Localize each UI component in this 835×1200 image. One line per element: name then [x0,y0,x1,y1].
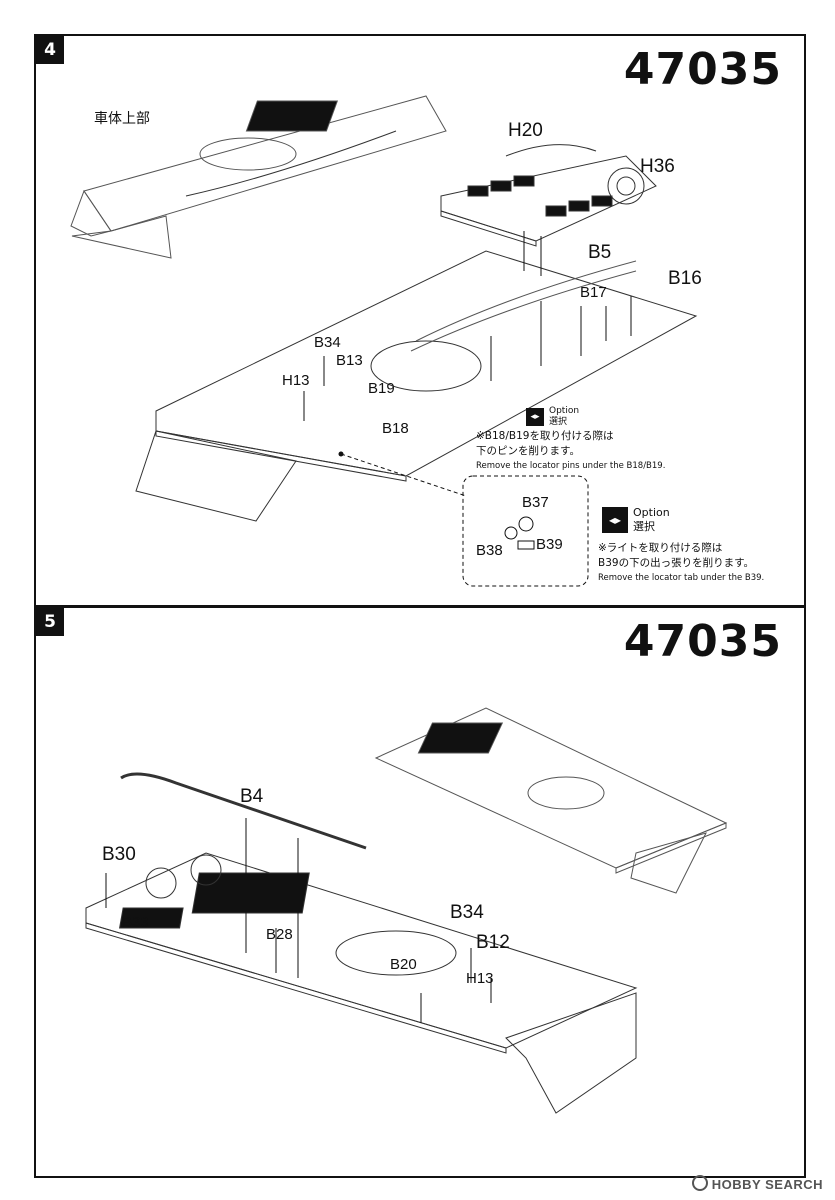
step-5-diagram [85,707,728,1114]
option-a: ◂▸ Option 選択 [526,406,579,428]
option-a-note: ※B18/B19を取り付ける際は 下のピンを削ります。 Remove the l… [476,429,665,474]
part-label-b34: B34 [450,902,484,923]
option-title-jp: 選択 [549,417,568,427]
kit-code: 47035 [623,616,782,667]
part-label-h13: H13 [466,970,494,987]
part-label-b34: B34 [314,334,341,351]
option-icon: ◂▸ [602,507,628,533]
leader-line [340,453,467,497]
step-5-panel: 5 47035 [34,606,806,1178]
part-label-b17: B17 [580,284,607,301]
option-b: ◂▸ Option 選択 [602,506,670,534]
part-label-b33: B33 [122,914,149,931]
part-label-b20: B20 [390,956,417,973]
part-label-b39: B39 [536,536,563,553]
option-title: Option [633,506,670,519]
note-jp-line-2: B39の下の出っ張りを削ります。 [598,557,755,569]
assembly-arrows [105,818,492,1023]
part-label-b16: B16 [668,268,702,289]
step-4-diagram [70,95,698,587]
watermark-text: HOBBY SEARCH [711,1177,823,1192]
reference-hull [70,95,447,259]
part-label-b28: B28 [266,926,293,943]
note-en: Remove the locator tab under the B39. [598,573,765,583]
option-title-jp: 選択 [633,520,655,533]
step-number: 5 [36,608,64,636]
part-label-b5: B5 [588,242,612,263]
part-label-h36: H36 [640,156,675,177]
option-icon: ◂▸ [526,408,544,426]
part-label-b18: B18 [382,420,409,437]
part-label-b12: B12 [476,932,510,953]
option-title: Option [549,406,580,416]
option-b-note: ※ライトを取り付ける際は B39の下の出っ張りを削ります。 Remove the… [598,541,764,586]
section-title: 車体上部 [94,110,150,126]
part-label-b30: B30 [102,844,136,865]
light-parts [504,516,535,550]
part-label-b37: B37 [522,494,549,511]
part-label-b38: B38 [476,542,503,559]
cable-b4 [120,772,367,850]
step-4-panel: 4 47035 [34,34,806,607]
note-en: Remove the locator pins under the B18/B1… [476,461,666,471]
upper-subassembly [440,144,657,247]
main-hull [135,250,698,522]
part-label-h20: H20 [508,120,543,141]
hobby-search-logo-icon [691,1175,708,1191]
part-label-b13: B13 [336,352,363,369]
detail-inset [462,475,589,587]
assembly-arrows [303,231,632,421]
part-label-h13: H13 [282,372,310,389]
note-jp-line-1: ※B18/B19を取り付ける際は [476,430,614,442]
kit-code: 47035 [623,44,782,95]
note-jp-line-1: ※ライトを取り付ける際は [598,542,723,554]
step-number: 4 [36,36,64,64]
part-label-b4: B4 [240,786,264,807]
part-label-b19: B19 [368,380,395,397]
main-hull [85,852,638,1114]
watermark: HOBBY SEARCH [691,1175,823,1192]
reference-hull [374,707,728,894]
note-jp-line-2: 下のピンを削ります。 [476,445,580,457]
